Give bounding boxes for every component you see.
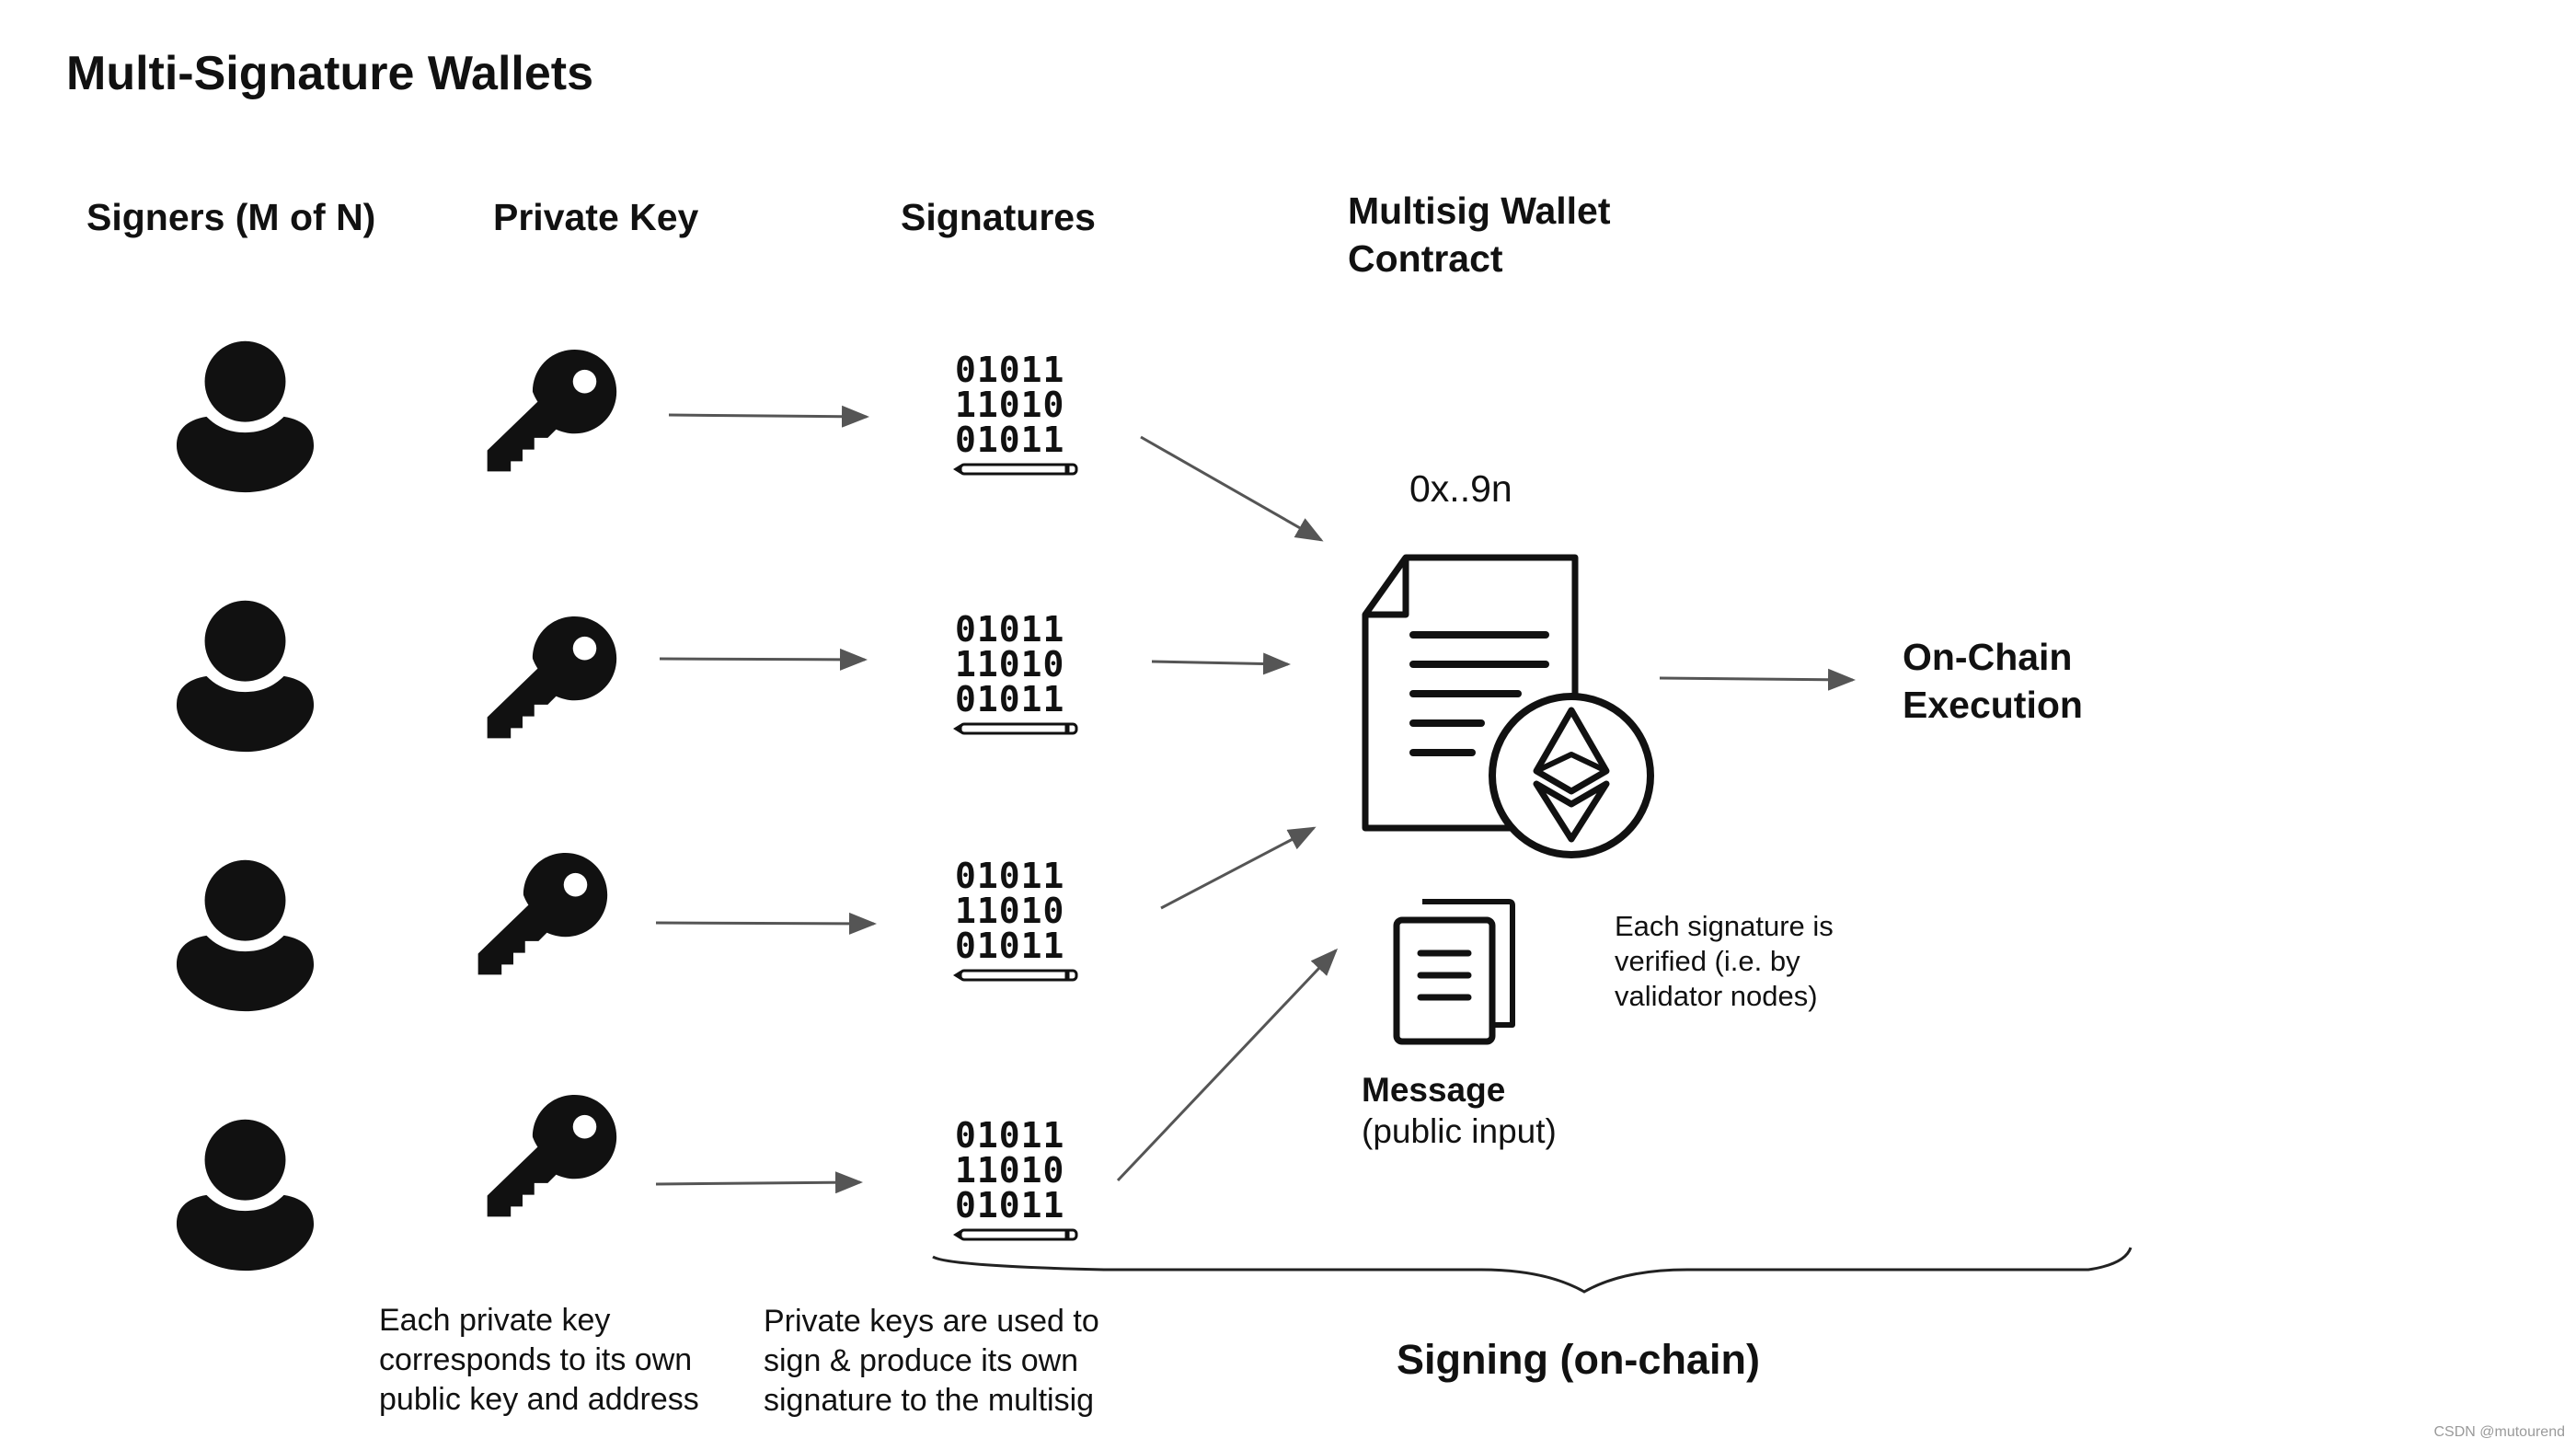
arrow-key-3: [655, 912, 877, 935]
arrow-execution: [1659, 668, 1856, 691]
signatures-header: Signatures: [901, 196, 1096, 238]
verification-note: Each signature is verified (i.e. by vali…: [1615, 910, 1834, 1012]
watermark: CSDN @mutourend: [2433, 1424, 2565, 1440]
private-key-note: Each private key corresponds to its own …: [379, 1303, 699, 1417]
arrow-sig-3: [1160, 826, 1317, 910]
execution-line2: Execution: [1903, 684, 2083, 726]
contract-header: Multisig Wallet Contract: [1348, 187, 1610, 282]
signers-header: Signers (M of N): [86, 196, 376, 238]
arrow-key-4: [655, 1171, 863, 1194]
key-icon-1: [487, 350, 617, 472]
execution-line1: On-Chain: [1903, 636, 2073, 678]
pen-4: [953, 1228, 1078, 1241]
message-subtitle: (public input): [1362, 1112, 1557, 1150]
signing-bracket-label: Signing (on-chain): [1397, 1336, 1760, 1383]
ethereum-icon: [1489, 693, 1654, 858]
contract-header-line1: Multisig Wallet: [1348, 190, 1611, 232]
signer-icon-3: [176, 859, 315, 1012]
key-icon-4: [487, 1095, 617, 1217]
on-chain-execution-label: On-Chain Execution: [1903, 633, 2083, 729]
arrow-sig-1: [1140, 435, 1324, 542]
pen-3: [953, 969, 1078, 982]
signer-icon-4: [176, 1119, 315, 1272]
signing-bracket: [932, 1247, 2133, 1294]
arrow-key-1: [668, 405, 869, 428]
private-key-header: Private Key: [493, 196, 699, 238]
arrow-sig-4: [1116, 948, 1339, 1182]
key-icon-2: [487, 616, 617, 739]
message-title: Message: [1362, 1071, 1506, 1109]
message-label: Message (public input): [1362, 1069, 1557, 1152]
signing-note: Private keys are used to sign & produce …: [764, 1304, 1099, 1418]
page-title: Multi-Signature Wallets: [66, 47, 593, 100]
pen-1: [953, 463, 1078, 476]
arrow-key-2: [659, 648, 868, 671]
pen-2: [953, 722, 1078, 735]
contract-header-line2: Contract: [1348, 237, 1503, 280]
signer-icon-1: [176, 340, 315, 493]
contract-address: 0x..9n: [1409, 467, 1512, 510]
message-documents-icon: [1393, 899, 1515, 1045]
signer-icon-2: [176, 600, 315, 753]
arrow-sig-2: [1151, 652, 1291, 675]
key-icon-3: [477, 853, 608, 975]
